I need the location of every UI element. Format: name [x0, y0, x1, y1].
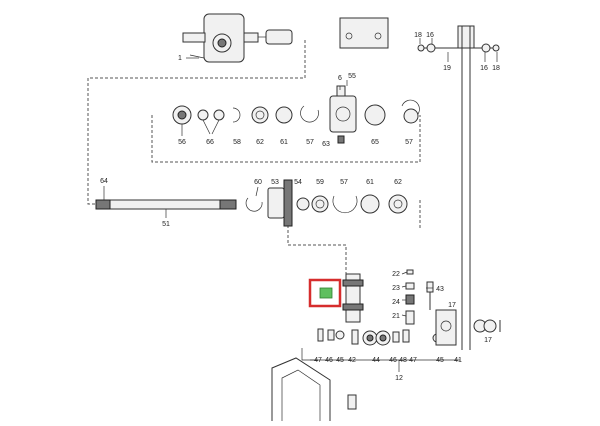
callout-60: 60 — [254, 179, 262, 186]
callout-64: 64 — [100, 178, 108, 185]
callout-58: 58 — [233, 139, 241, 146]
callout-47a: 47 — [314, 357, 322, 364]
callout-57b: 57 — [405, 139, 413, 146]
callout-22: 22 — [392, 271, 400, 278]
linkage-top-right — [417, 25, 500, 350]
callout-45b: 45 — [436, 357, 444, 364]
callout-41: 41 — [454, 357, 462, 364]
callout-46a: 46 — [325, 357, 333, 364]
callout-layer: 1 18 16 19 16 18 6 55 56 66 58 62 61 57 63 65 57 64 60 53 54… — [100, 32, 500, 382]
callout-6: 6 — [338, 75, 342, 82]
bearing-row — [172, 85, 420, 144]
main-shaft — [95, 179, 408, 227]
callout-44: 44 — [372, 357, 380, 364]
highlighted-part-frame — [308, 278, 342, 308]
callout-16b: 16 — [480, 65, 488, 72]
callout-62a: 62 — [256, 139, 264, 146]
callout-48: 48 — [399, 357, 407, 364]
callout-16a: 16 — [426, 32, 434, 39]
callout-54: 54 — [294, 179, 302, 186]
callout-18b: 18 — [492, 65, 500, 72]
callout-24: 24 — [392, 299, 400, 306]
highlighted-part[interactable] — [319, 287, 333, 299]
callout-57c: 57 — [340, 179, 348, 186]
callout-57a: 57 — [306, 139, 314, 146]
callout-47b: 47 — [409, 357, 417, 364]
callout-53: 53 — [271, 179, 279, 186]
callout-17a: 17 — [448, 302, 456, 309]
assembly-guide-lines — [87, 40, 421, 275]
callout-46b: 46 — [389, 357, 397, 364]
callout-66: 66 — [206, 139, 214, 146]
callout-42: 42 — [348, 357, 356, 364]
mounting-bracket — [339, 17, 389, 49]
gearbox-assembly — [182, 13, 293, 63]
callout-56: 56 — [178, 139, 186, 146]
callout-19: 19 — [443, 65, 451, 72]
callout-65: 65 — [371, 139, 379, 146]
callout-43: 43 — [436, 286, 444, 293]
callout-21: 21 — [392, 313, 400, 320]
leader-lines — [103, 38, 498, 372]
callout-55: 55 — [348, 73, 356, 80]
callout-45a: 45 — [336, 357, 344, 364]
callout-62b: 62 — [394, 179, 402, 186]
callout-1: 1 — [178, 55, 182, 62]
callout-12: 12 — [395, 375, 403, 382]
callout-17b: 17 — [484, 337, 492, 344]
callout-51: 51 — [162, 221, 170, 228]
callout-18a: 18 — [414, 32, 422, 39]
callout-63: 63 — [322, 141, 330, 148]
callout-61a: 61 — [280, 139, 288, 146]
callout-23: 23 — [392, 285, 400, 292]
callout-61b: 61 — [366, 179, 374, 186]
callout-59: 59 — [316, 179, 324, 186]
lower-assembly — [271, 269, 501, 421]
